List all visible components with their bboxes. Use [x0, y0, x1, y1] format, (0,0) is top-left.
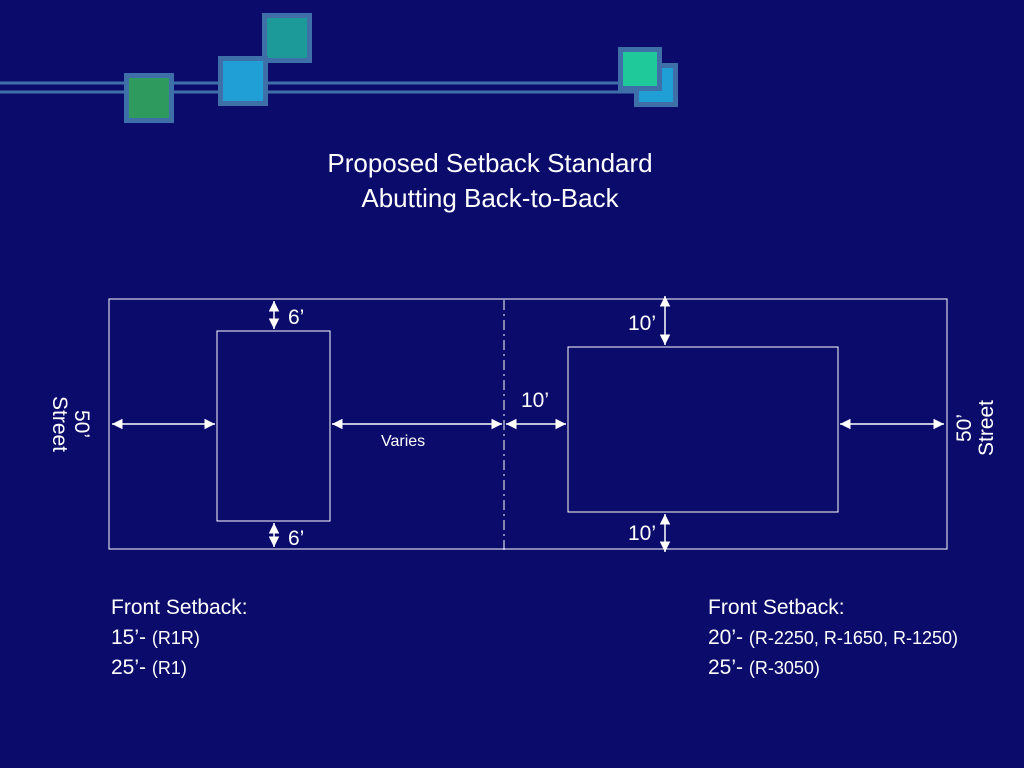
left-rear-varies-label: Varies [381, 433, 426, 450]
left-top-setback-label: 6’ [288, 306, 305, 329]
left-street-label: 50’ Street [48, 384, 93, 464]
lots-boundary [108, 298, 948, 550]
right-building [567, 346, 839, 513]
deco-square-green [124, 73, 174, 123]
zone-list: (R-2250, R-1650, R-1250) [748, 628, 958, 648]
right-top-setback-label: 10’ [628, 312, 657, 335]
right-bottom-setback-label: 10’ [628, 522, 657, 545]
zone-list: (R-3050) [748, 658, 820, 678]
left-street-width: 50’ [70, 409, 93, 439]
right-street-name: Street [975, 399, 998, 457]
deco-square-mint [618, 47, 662, 91]
left-street-name: Street [48, 395, 71, 453]
right-front-setback-notes: Front Setback: 20’- (R-2250, R-1650, R-1… [708, 593, 958, 683]
right-street-label: 50’ Street [953, 388, 998, 468]
slide-title: Proposed Setback Standard Abutting Back-… [230, 146, 750, 216]
setback-value: 15’- [111, 626, 147, 649]
header-lines [0, 81, 650, 94]
left-front-setback-notes: Front Setback: 15’- (R1R) 25’- (R1) [111, 593, 248, 683]
deco-square-blue [218, 56, 268, 106]
left-building [216, 330, 331, 522]
setback-value: 25’- [708, 656, 744, 679]
right-notes-row: 25’- (R-3050) [708, 653, 958, 683]
setback-value: 25’- [111, 656, 147, 679]
right-street-width: 50’ [953, 413, 976, 443]
deco-square-teal [262, 13, 312, 63]
right-notes-row: 20’- (R-2250, R-1650, R-1250) [708, 623, 958, 653]
left-notes-heading: Front Setback: [111, 596, 248, 619]
title-line-2: Abutting Back-to-Back [361, 183, 619, 213]
setback-value: 20’- [708, 626, 744, 649]
left-bottom-setback-label: 6’ [288, 527, 305, 550]
right-rear-setback-label: 10’ [521, 389, 550, 412]
left-notes-row: 15’- (R1R) [111, 623, 248, 653]
zone-list: (R1) [151, 658, 187, 678]
right-notes-heading: Front Setback: [708, 596, 845, 619]
title-line-1: Proposed Setback Standard [327, 148, 653, 178]
zone-list: (R1R) [151, 628, 200, 648]
left-notes-row: 25’- (R1) [111, 653, 248, 683]
